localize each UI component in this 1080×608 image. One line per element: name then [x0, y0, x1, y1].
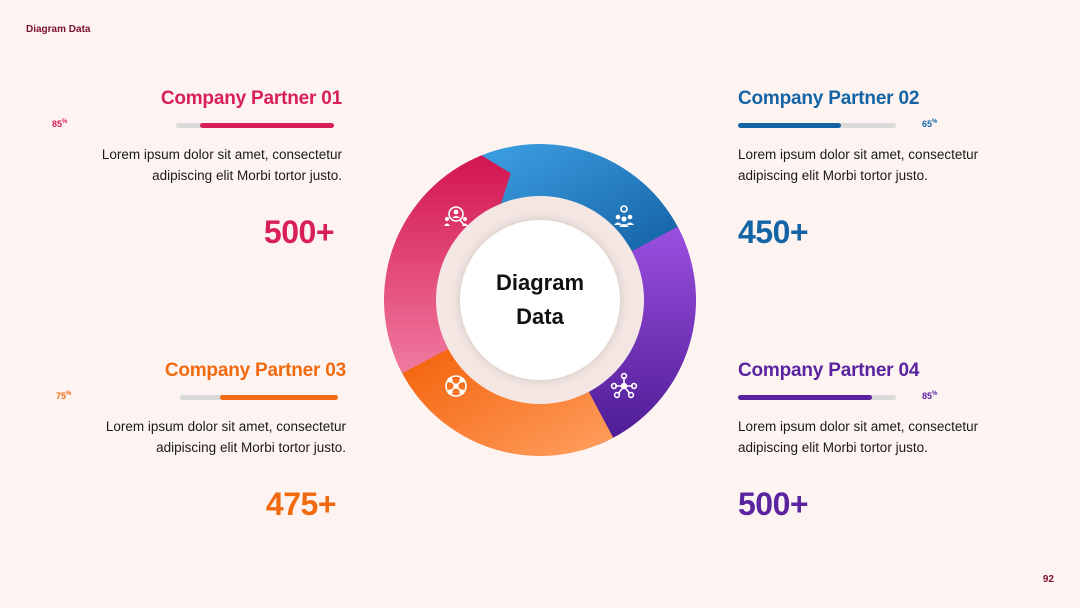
- partner-card-03: Company Partner 03 75% Lorem ipsum dolor…: [56, 360, 346, 523]
- partner-stat: 500+: [263, 214, 335, 250]
- progress-percent: 85%: [922, 391, 938, 401]
- progress-bar: 75%: [56, 391, 346, 406]
- page-number: 92: [1042, 574, 1054, 585]
- segment-orange: [395, 329, 614, 456]
- partner-description: Lorem ipsum dolor sit amet, consectetur …: [101, 147, 342, 183]
- partner-description: Lorem ipsum dolor sit amet, consectetur …: [738, 147, 979, 183]
- progress-fill: [219, 395, 338, 400]
- partner-stat: 500+: [738, 486, 809, 522]
- progress-track: [176, 123, 334, 128]
- partner-card-01: Company Partner 01 85% Lorem ipsum dolor…: [52, 88, 342, 251]
- partner-title: Company Partner 03: [164, 360, 346, 381]
- progress-percent: 65%: [922, 119, 938, 129]
- network-people-icon: [445, 375, 467, 397]
- people-search-icon: [444, 206, 468, 226]
- partner-title: Company Partner 04: [738, 360, 920, 381]
- team-location-icon: [614, 205, 634, 227]
- progress-percent: 75%: [56, 391, 72, 401]
- partner-stat: 450+: [738, 214, 809, 250]
- progress-track: [738, 123, 896, 128]
- progress-bar: 85%: [52, 119, 342, 134]
- segment-purple: [569, 226, 696, 445]
- cycle-diagram: [384, 144, 696, 456]
- segment-blue: [466, 144, 685, 271]
- partner-title: Company Partner 01: [160, 88, 342, 109]
- hub-network-icon: [610, 372, 638, 399]
- progress-fill: [738, 123, 841, 128]
- slide-label: Diagram Data: [26, 24, 91, 35]
- progress-track: [180, 395, 338, 400]
- segment-pink: [384, 155, 511, 374]
- progress-percent: 85%: [52, 119, 68, 129]
- partner-card-02: Company Partner 02 65% Lorem ipsum dolor…: [738, 88, 1028, 251]
- progress-bar: 85%: [738, 391, 1028, 406]
- progress-fill: [199, 123, 334, 128]
- partner-stat: 475+: [265, 486, 337, 522]
- progress-fill: [738, 395, 873, 400]
- segment-icons: [444, 205, 638, 399]
- progress-track: [738, 395, 896, 400]
- progress-bar: 65%: [738, 119, 1028, 134]
- center-circle: [460, 220, 620, 380]
- partner-title: Company Partner 02: [738, 88, 920, 109]
- partner-description: Lorem ipsum dolor sit amet, consectetur …: [738, 419, 979, 455]
- partner-card-04: Company Partner 04 85% Lorem ipsum dolor…: [738, 360, 1028, 523]
- cycle-segments: [384, 144, 696, 456]
- partner-description: Lorem ipsum dolor sit amet, consectetur …: [105, 419, 346, 455]
